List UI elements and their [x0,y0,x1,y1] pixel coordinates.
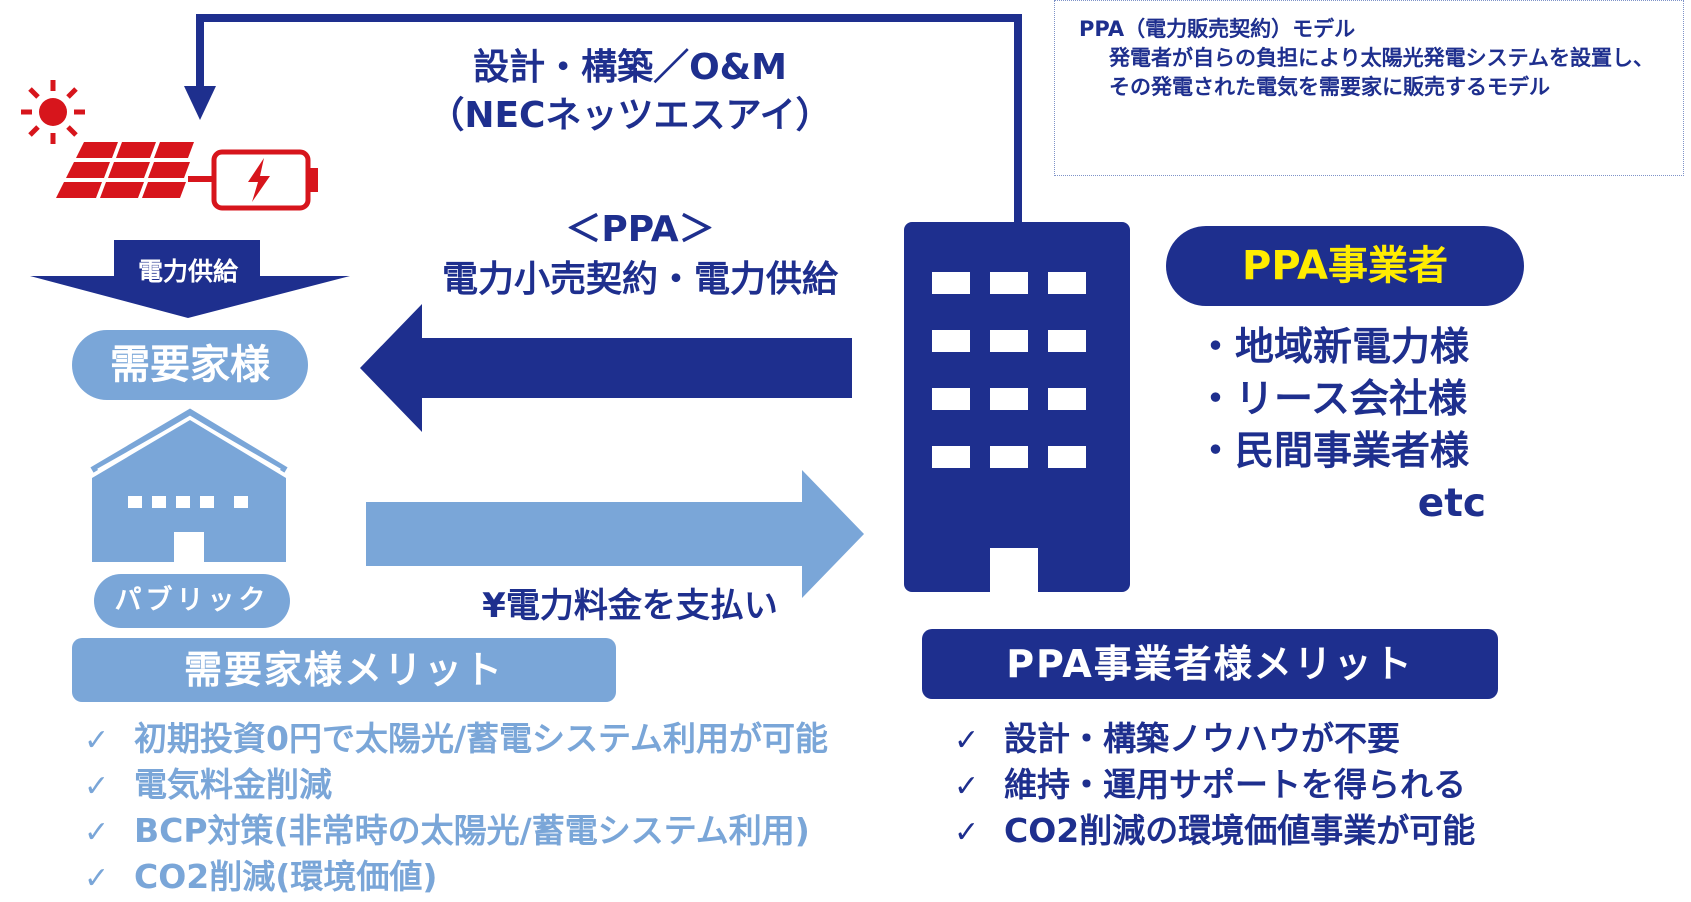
customer-merit-item: ✓ 電気料金削減 [72,762,828,808]
merit-text: CO2削減の環境価値事業が可能 [1004,811,1476,850]
customer-merit-item: ✓ BCP対策(非常時の太陽光/蓄電システム利用) [72,808,828,854]
battery-icon [211,149,318,211]
design-label: 設計・構築／O&M （NECネッツエスアイ） [400,44,860,140]
house-icon [90,408,288,562]
ppa-contract-label: ＜PPA＞ 電力小売契約・電力供給 [410,205,870,305]
ppa-supply-arrow [360,304,852,432]
payment-arrow [366,470,864,598]
ppa-operator-pill: PPA事業者 [1166,226,1524,306]
ppa-example-etc: etc [1417,481,1486,526]
merit-text: CO2削減(環境価値) [134,857,438,896]
ppa-contract-line1: ＜PPA＞ [565,209,715,250]
ppa-contract-line2: 電力小売契約・電力供給 [441,259,838,300]
supply-arrow [30,240,350,318]
check-icon: ✓ [84,769,110,804]
sun-icon [21,80,85,144]
ppa-merit-title: PPA事業者様メリット [922,629,1498,699]
merit-text: 設計・構築ノウハウが不要 [1004,719,1400,758]
ppa-model-note: PPA（電力販売契約）モデル 発電者が自らの負担により太陽光発電システムを設置し… [1054,0,1684,176]
note-title: PPA（電力販売契約）モデル [1079,17,1356,41]
merit-text: 電気料金削減 [134,765,332,804]
check-icon: ✓ [84,815,110,850]
customer-merit-item: ✓ CO2削減(環境価値) [72,854,828,900]
public-pill: パブリック [94,574,290,628]
solar-panel-icon [56,142,214,198]
customer-pill: 需要家様 [72,330,308,400]
customer-merit-list: ✓ 初期投資0円で太陽光/蓄電システム利用が可能 ✓ 電気料金削減 ✓ BCP対策(非… [72,716,828,900]
check-icon: ✓ [954,723,980,758]
payment-label: ¥電力料金を支払い [482,586,778,626]
check-icon: ✓ [954,769,980,804]
design-label-line1: 設計・構築／O&M [473,47,787,88]
check-icon: ✓ [84,861,110,896]
building-icon [904,222,1130,592]
ppa-operator-examples: ・地域新電力様 ・リース会社様 ・民間事業者様 etc [1196,322,1486,530]
customer-merit-title: 需要家様メリット [72,638,616,702]
ppa-merit-item: ✓ CO2削減の環境価値事業が可能 [942,808,1475,854]
merit-text: 維持・運用サポートを得られる [1004,765,1466,804]
ppa-example-item: ・民間事業者様 [1196,429,1470,474]
ppa-example-item: ・リース会社様 [1196,377,1468,422]
design-feedback-arrow [184,14,1022,230]
merit-text: BCP対策(非常時の太陽光/蓄電システム利用) [134,811,810,850]
note-body: 発電者が自らの負担により太陽光発電システムを設置し、その発電された電気を需要家に… [1109,46,1654,99]
ppa-example-item: ・地域新電力様 [1196,325,1470,370]
ppa-merit-list: ✓ 設計・構築ノウハウが不要 ✓ 維持・運用サポートを得られる ✓ CO2削減の環境価… [942,716,1475,854]
customer-merit-item: ✓ 初期投資0円で太陽光/蓄電システム利用が可能 [72,716,828,762]
merit-text: 初期投資0円で太陽光/蓄電システム利用が可能 [134,719,829,758]
check-icon: ✓ [954,815,980,850]
ppa-merit-item: ✓ 設計・構築ノウハウが不要 [942,716,1475,762]
check-icon: ✓ [84,723,110,758]
supply-label: 電力供給 [137,257,238,286]
ppa-merit-item: ✓ 維持・運用サポートを得られる [942,762,1475,808]
design-label-line2: （NECネッツエスアイ） [428,95,832,136]
